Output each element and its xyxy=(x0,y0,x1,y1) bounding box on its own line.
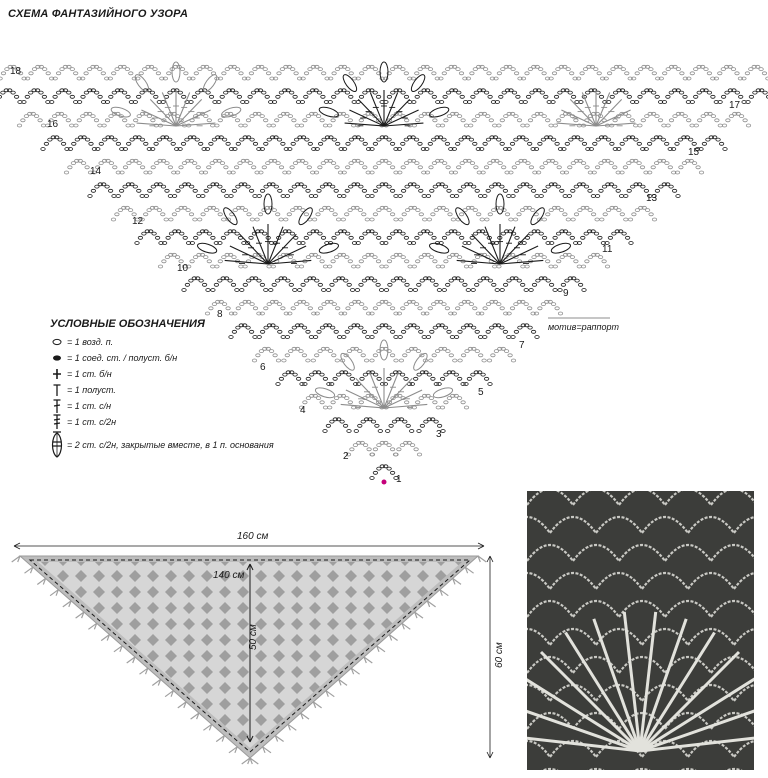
outer-height-label: 60 см xyxy=(494,642,505,668)
row-number: 13 xyxy=(646,193,658,204)
row-number: 6 xyxy=(260,362,266,373)
diagram-title: СХЕМА ФАНТАЗИЙНОГО УЗОРА xyxy=(8,8,189,20)
legend-text: = 1 ст. б/н xyxy=(67,369,112,379)
legend-item: = 1 соед. ст. / полуст. б/н xyxy=(50,350,310,366)
row-number: 4 xyxy=(300,405,306,416)
inner-width-label: 140 см xyxy=(213,570,245,581)
single-crochet-icon xyxy=(50,368,64,380)
legend-item: = 1 ст. с/н xyxy=(50,398,310,414)
inner-height-label: 50 см xyxy=(248,624,259,650)
legend-item: = 1 ст. б/н xyxy=(50,366,310,382)
stitch-fans xyxy=(110,61,636,409)
motif-label: мотив=раппорт xyxy=(548,322,619,332)
row-number: 17 xyxy=(729,100,741,111)
shawl-dashed-outline xyxy=(28,559,472,753)
row-number: 2 xyxy=(343,451,349,462)
cluster-icon xyxy=(50,431,64,459)
legend-text: = 1 возд. п. xyxy=(67,337,114,347)
row-number: 3 xyxy=(436,429,442,440)
shawl-fringe xyxy=(11,555,487,765)
legend-text: = 1 ст. с/н xyxy=(67,401,112,411)
slip-stitch-icon xyxy=(50,354,64,362)
legend-text: = 1 соед. ст. / полуст. б/н xyxy=(67,353,178,363)
start-dot xyxy=(381,479,387,485)
treble-crochet-icon xyxy=(50,414,64,430)
width-label: 160 см xyxy=(237,531,269,542)
row-number: 16 xyxy=(47,119,59,130)
chain-stitch-icon xyxy=(50,338,64,346)
legend-item: = 1 возд. п. xyxy=(50,334,310,350)
row-number: 11 xyxy=(602,244,613,255)
crochet-chart xyxy=(0,61,768,485)
row-number: 8 xyxy=(217,309,223,320)
row-number: 15 xyxy=(688,147,700,158)
legend-text: = 1 полуст. xyxy=(67,385,116,395)
chain-arches xyxy=(0,64,768,480)
row-number: 10 xyxy=(177,263,189,274)
row-number: 9 xyxy=(563,288,569,299)
legend-title: УСЛОВНЫЕ ОБОЗНАЧЕНИЯ xyxy=(50,318,205,330)
legend-item: = 1 ст. с/2н xyxy=(50,414,310,430)
legend-text: = 1 ст. с/2н xyxy=(67,417,117,427)
legend-text: = 2 ст. с/2н, закрытые вместе, в 1 п. ос… xyxy=(67,440,274,450)
half-double-crochet-icon xyxy=(50,383,64,397)
row-number: 1 xyxy=(396,474,402,485)
double-crochet-icon xyxy=(50,398,64,414)
row-number: 12 xyxy=(132,216,144,227)
lace-photo xyxy=(527,491,754,770)
legend-item: = 2 ст. с/2н, закрытые вместе, в 1 п. ос… xyxy=(50,430,310,460)
shawl-schematic xyxy=(11,542,494,765)
legend-item: = 1 полуст. xyxy=(50,382,310,398)
row-number: 14 xyxy=(90,166,102,177)
row-number: 5 xyxy=(478,387,484,398)
row-number: 18 xyxy=(10,66,22,77)
row-number: 7 xyxy=(519,340,525,351)
legend: УСЛОВНЫЕ ОБОЗНАЧЕНИЯ = 1 возд. п. = 1 со… xyxy=(50,318,310,460)
